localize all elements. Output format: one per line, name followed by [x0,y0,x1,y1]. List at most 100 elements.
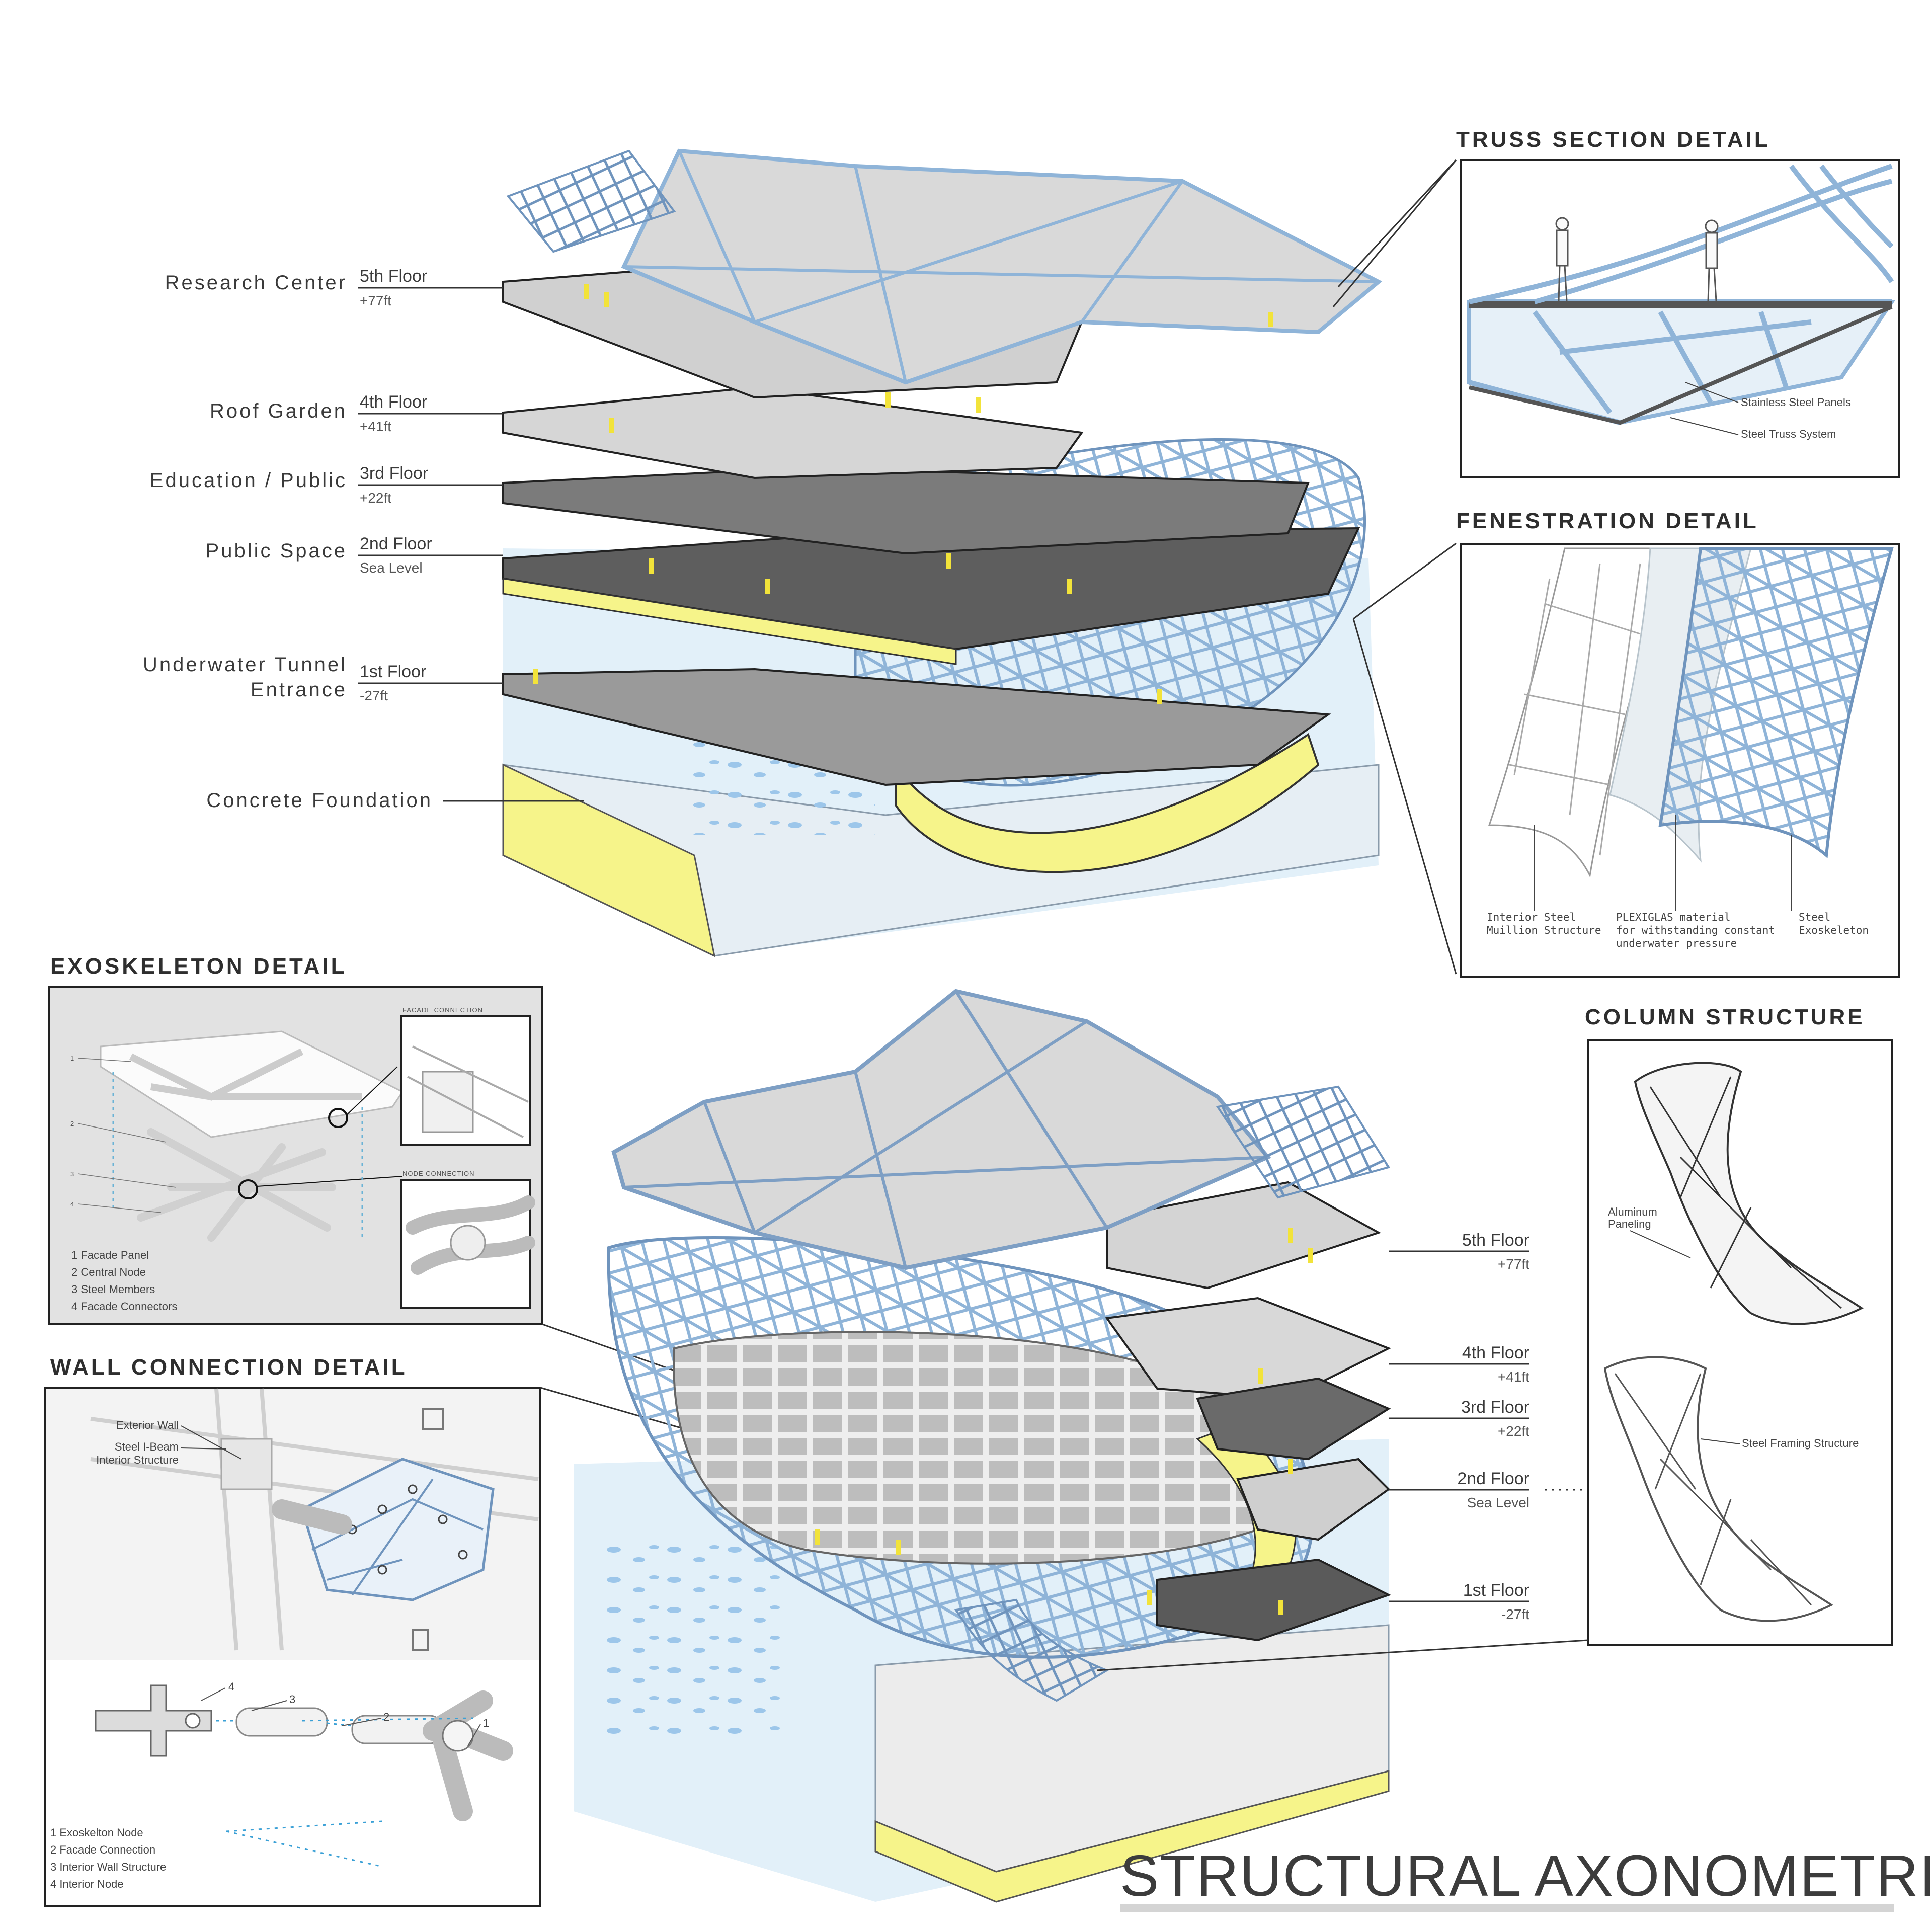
elevation-label: +22ft [1498,1423,1530,1439]
svg-text:2: 2 [383,1711,389,1723]
program-label: Education / Public [150,469,347,492]
elevation-label: +41ft [360,419,391,434]
svg-text:4: 4 [70,1200,74,1208]
level-5th-floor: Research Center 5th Floor +77ft [165,267,503,308]
svg-text:3 Interior Wall Structure: 3 Interior Wall Structure [50,1861,166,1873]
foundation-callout: Concrete Foundation [206,789,584,812]
svg-text:2 Facade Connection: 2 Facade Connection [50,1843,155,1856]
level-1st-floor: Underwater Tunnel Entrance 1st Floor -27… [143,654,503,703]
elevation-label: +77ft [360,293,391,308]
program-label-line-1: Underwater Tunnel [143,654,347,676]
svg-text:Aluminum: Aluminum [1608,1205,1657,1218]
column-label-aluminum: Aluminum Paneling [1608,1205,1691,1258]
exoskeleton-heading: EXOSKELETON DETAIL [50,954,347,979]
roof-lattice-wing [1216,1085,1391,1199]
svg-text:underwater pressure: underwater pressure [1616,937,1737,949]
column-frame [1587,1039,1893,1646]
level-4th-floor: Roof Garden 4th Floor +41ft [210,392,503,434]
wall-connection-heading: WALL CONNECTION DETAIL [50,1355,408,1380]
callout-exterior-wall: Exterior Wall [116,1419,179,1431]
exoskeleton-detail: EXOSKELETON DETAIL 1 2 3 4 FACADE CONNEC… [48,954,543,1325]
occupant-markers [815,1228,1313,1615]
wall-connection-detail: WALL CONNECTION DETAIL Exterior Wall Ste… [44,1355,541,1907]
level-4th-floor: 4th Floor +41ft [1389,1343,1530,1385]
elevation-label: +77ft [1498,1256,1530,1272]
floor-label: 4th Floor [360,392,427,412]
svg-text:4 Facade Connectors: 4 Facade Connectors [71,1300,177,1313]
node-connection-inset: NODE CONNECTION [400,1170,535,1309]
roof-canopy [621,148,1383,385]
level-3rd-floor: 3rd Floor +22ft [1389,1398,1530,1439]
exoskeleton-legend: 1 Facade Panel 2 Central Node 3 Steel Me… [71,1249,177,1313]
svg-text:Interior Structure: Interior Structure [96,1454,179,1466]
steel-exoskeleton-mesh [1658,547,1894,859]
slab-2nd-floor [1236,1458,1391,1541]
human-figure-icon [1555,217,1569,301]
wall-render [46,1388,539,1660]
svg-text:PLEXIGLAS material: PLEXIGLAS material [1616,911,1731,923]
facade-panel [100,1030,404,1138]
level-5th-floor: 5th Floor +77ft [1389,1231,1530,1272]
svg-text:Paneling: Paneling [1608,1218,1651,1230]
svg-text:FACADE CONNECTION: FACADE CONNECTION [403,1006,483,1014]
exploded-connection [95,1684,513,1868]
column-heading: COLUMN STRUCTURE [1585,1005,1865,1029]
slab-4th-floor [502,386,1084,479]
roof-ridges [623,990,1268,1268]
wall-connection-markers: 4 3 2 1 [201,1680,489,1746]
slab-5th-floor [1106,1181,1381,1290]
slab-1st-floor [502,668,1331,786]
elevation-label: -27ft [360,688,388,703]
column-structure-detail: COLUMN STRUCTURE Aluminum Paneling Steel… [1096,1005,1893,1671]
slab-4th-floor [1105,1297,1391,1400]
floor-label: 3rd Floor [1461,1398,1530,1417]
svg-text:Steel I-Beam: Steel I-Beam [115,1440,179,1453]
svg-text:1 Facade Panel: 1 Facade Panel [71,1249,149,1261]
truss-section-detail: TRUSS SECTION DETAIL Stainless Steel Pan… [1332,127,1900,478]
foundation-slab [874,1624,1390,1873]
elevation-label: Sea Level [360,560,423,576]
bottom-axonometric-drawing [574,989,1392,1903]
program-label: Public Space [206,540,347,562]
program-label: Research Center [165,272,347,294]
steel-frame-column-drawing [1603,1356,1833,1622]
truss-label-system: Steel Truss System [1741,428,1836,440]
floor-label: 3rd Floor [360,464,428,483]
svg-text:1: 1 [70,1055,74,1062]
svg-text:Interior Steel: Interior Steel [1487,911,1576,923]
roof-ridges [623,150,1379,383]
fenestration-heading: FENESTRATION DETAIL [1456,509,1759,533]
truss-label-panels: Stainless Steel Panels [1741,396,1851,409]
steel-members [137,1128,336,1242]
top-level-labels: Research Center 5th Floor +77ft Roof Gar… [143,267,584,812]
title-underline [1120,1904,1894,1912]
exoskeleton-markers: 1 2 3 4 [70,1055,177,1213]
fish-school [604,1535,785,1736]
fenestration-label-exoskeleton: Steel Exoskeleton [1799,911,1869,936]
elevation-label: Sea Level [1467,1495,1530,1510]
floor-label: 2nd Floor [360,534,432,553]
facade-connection-inset: FACADE CONNECTION [400,1006,531,1146]
slab-2nd-floor-edge [502,578,957,665]
floor-label: 5th Floor [360,267,427,286]
svg-text:Muillion Structure: Muillion Structure [1487,924,1601,936]
callout-ibeam: Steel I-Beam Interior Structure [96,1440,227,1466]
svg-text:1: 1 [483,1717,489,1729]
aluminum-column-drawing [1634,1062,1864,1325]
floor-label: 2nd Floor [1457,1469,1530,1488]
truss-drawing [1467,164,1896,425]
svg-text:2 Central Node: 2 Central Node [71,1266,146,1278]
program-label-line-2: Entrance [251,679,347,701]
svg-text:for withstanding constant: for withstanding constant [1616,924,1775,936]
svg-text:4: 4 [228,1680,234,1693]
svg-text:3: 3 [70,1170,74,1178]
truss-heading: TRUSS SECTION DETAIL [1456,127,1770,152]
svg-text:Exoskeleton: Exoskeleton [1799,924,1869,936]
level-2nd-floor: Public Space 2nd Floor Sea Level [206,534,503,576]
human-figure-icon [1705,219,1719,301]
page-title: STRUCTURAL AXONOMETRIC [1120,1843,1932,1908]
program-label: Roof Garden [210,400,347,422]
hull-yellow-base [895,733,1320,873]
elevation-label: -27ft [1501,1606,1530,1622]
